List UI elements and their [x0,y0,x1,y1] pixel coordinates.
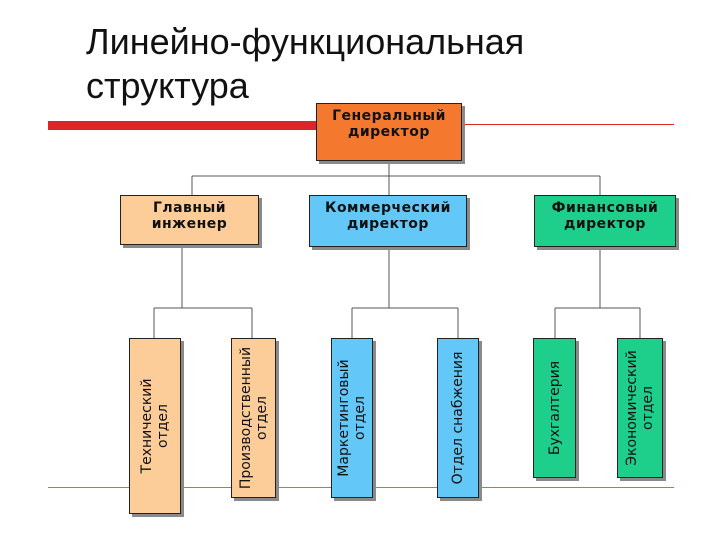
chief-engineer-label: Главный инженер [151,200,228,232]
financial-director-box: Финансовый директор [534,195,676,247]
technical-dept-label: Технический отдел [139,378,171,474]
economic-dept-box: Экономический отдел [617,338,663,478]
economic-dept-label: Экономический отдел [624,350,656,466]
general-director-box: Генеральный директор [316,103,462,161]
commercial-director-label: Коммерческий директор [325,200,451,232]
commercial-director-box: Коммерческий директор [309,195,467,247]
slide-title: Линейно-функциональная структура [86,21,525,106]
accounting-dept-box: Бухгалтерия [533,338,576,478]
supply-dept-box: Отдел снабжения [437,338,479,498]
marketing-dept-box: Маркетинговый отдел [331,338,373,498]
general-director-label: Генеральный директор [332,108,446,140]
title-rule-thin [316,124,674,125]
technical-dept-box: Технический отдел [129,338,181,514]
production-dept-box: Производственный отдел [231,338,276,498]
production-dept-label: Производственный отдел [237,346,270,490]
financial-director-label: Финансовый директор [551,200,659,232]
chief-engineer-box: Главный инженер [120,195,259,245]
supply-dept-label: Отдел снабжения [450,351,466,485]
marketing-dept-label: Маркетинговый отдел [336,359,368,477]
accounting-dept-label: Бухгалтерия [546,360,563,456]
title-rule-thick [48,121,316,130]
